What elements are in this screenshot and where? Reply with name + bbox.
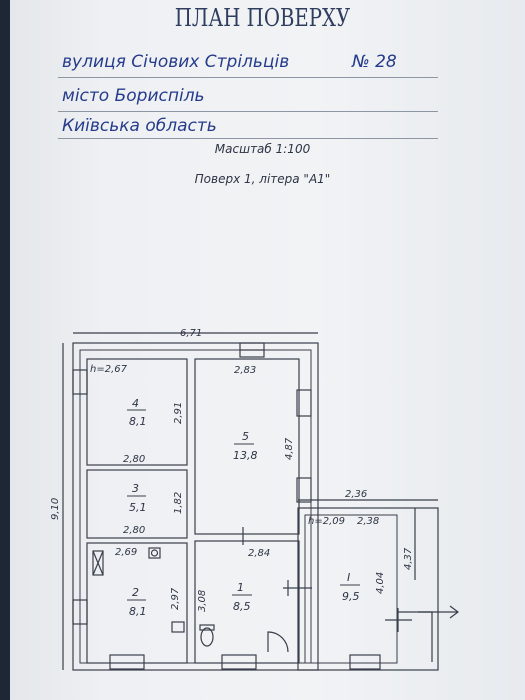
sink-fixture — [171, 621, 185, 633]
window-left-2 — [72, 599, 88, 625]
room-3-area: 5,1 — [129, 501, 147, 514]
underline-street — [58, 77, 438, 78]
boiler-fixture — [148, 547, 161, 559]
room-2-number: 2 — [132, 586, 139, 599]
dim-annex-height: 4,37 — [403, 547, 414, 570]
room-1a-height: h=2,09 — [308, 516, 345, 527]
room-1-walls — [194, 540, 300, 664]
room-3-width: 2,80 — [123, 525, 145, 536]
window-bottom-1 — [109, 654, 145, 670]
underline-region — [58, 138, 438, 139]
toilet-fixture — [200, 627, 214, 647]
dim-annex-width: 2,36 — [345, 489, 367, 500]
room-3-number: 3 — [132, 482, 139, 495]
shower-fixture — [267, 631, 289, 653]
window-right-2 — [296, 477, 312, 503]
street-field: вулиця Січових Стрільців — [62, 52, 290, 72]
room-3-depth: 1,82 — [173, 492, 184, 514]
underline-city — [58, 111, 438, 112]
room-4-area: 8,1 — [129, 415, 147, 428]
room-4-walls — [86, 358, 188, 466]
main-outer-wall — [72, 342, 319, 671]
dim-overall-height: 9,10 — [50, 498, 61, 520]
room-5-walls — [194, 358, 300, 535]
room-1-number: 1 — [237, 581, 244, 594]
room-1-width: 2,84 — [248, 548, 270, 559]
room-1-depth: 3,08 — [197, 590, 208, 612]
room-1-area: 8,5 — [233, 600, 251, 613]
room-1a-width: 2,38 — [357, 516, 379, 527]
house-number-field: № 28 — [352, 52, 397, 72]
room-2-width: 2,69 — [115, 547, 137, 558]
window-left-1 — [72, 369, 88, 395]
room-4-number: 4 — [132, 397, 139, 410]
room-5-depth: 4,87 — [284, 437, 295, 460]
room-4-depth: 2,91 — [173, 402, 184, 424]
room-5-number: 5 — [242, 430, 249, 443]
room-5-area: 13,8 — [233, 449, 258, 462]
scale-label: Масштаб 1:100 — [214, 142, 311, 156]
city-field: місто Бориспіль — [62, 86, 205, 106]
room-2-area: 8,1 — [129, 605, 147, 618]
room-4-width: 2,80 — [123, 454, 145, 465]
room-1a-depth: 4,04 — [375, 572, 386, 594]
stove-fixture — [92, 550, 104, 576]
window-right-1 — [296, 389, 312, 417]
page-binding-edge — [0, 0, 10, 700]
annex-outer-wall — [297, 507, 439, 671]
room-4-height: h=2,67 — [90, 364, 128, 375]
plan-title: ПЛАН ПОВЕРХУ — [174, 4, 351, 32]
floor-label: Поверх 1, літера "А1" — [194, 172, 331, 186]
window-bottom-annex — [349, 654, 381, 670]
room-5-width: 2,83 — [234, 365, 256, 376]
dim-overall-width: 6,71 — [180, 328, 202, 339]
room-1a-number: I — [347, 571, 350, 584]
room-1a-area: 9,5 — [342, 590, 360, 603]
region-field: Київська область — [62, 116, 217, 136]
window-bottom-2 — [221, 654, 257, 670]
room-3-walls — [86, 469, 188, 539]
room-2-depth: 2,97 — [170, 587, 181, 610]
